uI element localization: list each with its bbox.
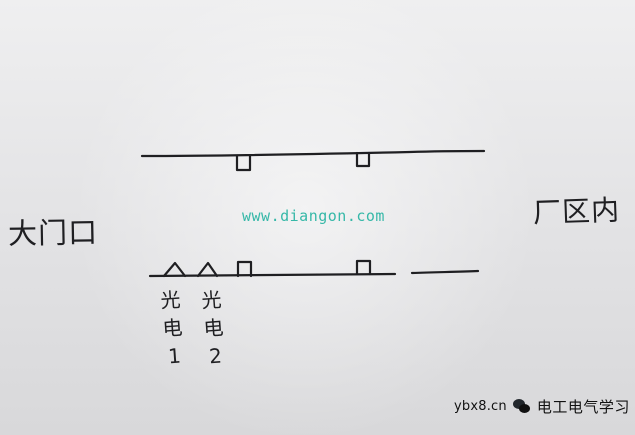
top-marker-left [235, 154, 252, 172]
bottom-rail-line-right [410, 269, 480, 275]
photoelectric-sensor-1-label: 光 电 1 [154, 285, 192, 371]
sensor-1-char-2: 电 [161, 315, 185, 341]
photoelectric-sensor-2-label: 光 电 2 [195, 285, 233, 371]
gate-entrance-label: 大门口 [7, 215, 99, 251]
source-badge: ybx8.cn 电工电气学习 [454, 395, 630, 417]
sensor-1-triangle [162, 261, 187, 278]
sensor-2-number: 2 [208, 343, 224, 369]
top-rail-line [140, 149, 486, 158]
sensor-2-triangle [196, 261, 219, 278]
badge-title: 电工电气学习 [536, 397, 630, 416]
sensor-1-number: 1 [167, 343, 183, 369]
sensor-2-char-2: 电 [202, 315, 226, 341]
bottom-marker-right [355, 259, 372, 276]
wechat-bubble-right [518, 404, 530, 413]
bottom-rail-line-left [148, 272, 397, 278]
sensor-2-char-1: 光 [200, 287, 224, 313]
sensor-1-char-1: 光 [159, 287, 183, 313]
wechat-icon [512, 398, 531, 414]
site-watermark: www.diangon.com [242, 207, 385, 225]
wechat-bubble-left [512, 399, 525, 409]
bottom-marker-left [236, 260, 253, 278]
badge-code: ybx8.cn [454, 398, 507, 414]
top-marker-right [355, 151, 371, 168]
factory-inside-label: 厂区内 [532, 193, 621, 230]
